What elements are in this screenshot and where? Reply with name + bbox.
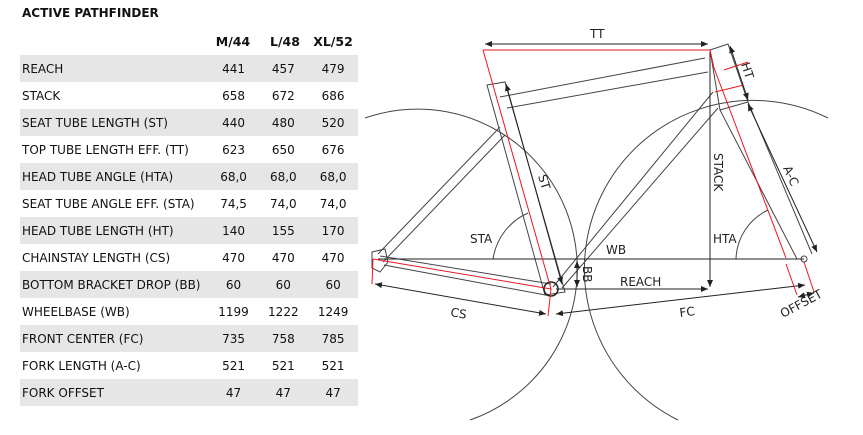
row-value: 521 <box>271 358 295 373</box>
row-value: 441 <box>208 55 259 82</box>
label-sta: STA <box>470 232 493 246</box>
row-value: 68,0 <box>258 163 309 190</box>
row-label: BOTTOM BRACKET DROP (BB) <box>20 271 209 298</box>
label-offset: OFFSET <box>778 287 825 321</box>
row-value: 676 <box>321 142 345 157</box>
front-wheel <box>583 99 829 421</box>
label-wb: WB <box>606 243 626 257</box>
chain-stay <box>379 255 552 297</box>
row-value: 47 <box>258 379 309 406</box>
label-ht: HT <box>738 61 757 82</box>
row-label: TOP TUBE LENGTH EFF. (TT) <box>22 142 189 157</box>
label-ac: A-C <box>780 164 801 189</box>
row-label: FORK LENGTH (A-C) <box>22 358 141 373</box>
row-value: 520 <box>308 109 358 136</box>
row-value: 658 <box>222 88 245 103</box>
row-value: 74,5 <box>220 196 247 211</box>
seat-tube <box>486 81 566 296</box>
label-cs: CS <box>449 305 467 322</box>
row-label: HEAD TUBE LENGTH (HT) <box>20 217 209 244</box>
label-fc: FC <box>679 304 696 320</box>
row-label: FRONT CENTER (FC) <box>20 325 209 352</box>
ht-dim <box>729 45 749 101</box>
row-value: 47 <box>208 379 259 406</box>
row-value: 480 <box>258 109 309 136</box>
row-value: 170 <box>308 217 358 244</box>
row-value: 68,0 <box>308 163 358 190</box>
row-value: 60 <box>258 271 309 298</box>
label-tt: TT <box>589 27 605 41</box>
geometry-title: ACTIVE PATHFINDER <box>22 6 159 20</box>
row-value: 470 <box>271 250 295 265</box>
row-value: 735 <box>208 325 259 352</box>
row-value: 47 <box>308 379 358 406</box>
row-label: STACK <box>22 88 61 103</box>
row-value: 479 <box>308 55 358 82</box>
row-value: 1199 <box>218 304 249 319</box>
row-value: 457 <box>258 55 309 82</box>
row-value: 440 <box>208 109 259 136</box>
row-value: 623 <box>222 142 245 157</box>
size-header-xl52: XL/52 <box>313 34 353 49</box>
row-value: 60 <box>208 271 259 298</box>
row-label: FORK OFFSET <box>20 379 209 406</box>
row-label: SEAT TUBE LENGTH (ST) <box>20 109 209 136</box>
row-value: 470 <box>222 250 245 265</box>
label-reach: REACH <box>620 275 661 289</box>
st-dim <box>504 83 564 285</box>
row-value: 686 <box>321 88 345 103</box>
top-tube <box>499 57 709 109</box>
table-row: CHAINSTAY LENGTH (CS) 470 470 470 <box>20 244 358 271</box>
row-value: 140 <box>208 217 259 244</box>
row-value: 785 <box>308 325 358 352</box>
cs-dim <box>374 282 547 316</box>
row-value: 68,0 <box>208 163 259 190</box>
table-row: SEAT TUBE ANGLE EFF. (STA) 74,5 74,0 74,0 <box>20 190 358 217</box>
label-st: ST <box>535 173 553 192</box>
ac-dim <box>747 103 818 253</box>
dropout <box>371 248 389 273</box>
row-value: 470 <box>321 250 345 265</box>
effective-geometry-lines <box>371 49 815 317</box>
row-label: REACH <box>20 55 209 82</box>
row-value: 155 <box>258 217 309 244</box>
row-value: 672 <box>271 88 295 103</box>
seat-stay <box>377 126 506 263</box>
table-row: FORK LENGTH (A-C) 521 521 521 <box>20 352 358 379</box>
row-value: 1249 <box>317 304 349 319</box>
size-header-l48: L/48 <box>270 34 300 49</box>
row-value: 74,0 <box>269 196 297 211</box>
row-value: 650 <box>271 142 295 157</box>
rear-wheel <box>364 108 578 421</box>
row-label: SEAT TUBE ANGLE EFF. (STA) <box>22 196 195 211</box>
offset-dim <box>797 291 815 299</box>
row-value: 60 <box>308 271 358 298</box>
table-row: TOP TUBE LENGTH EFF. (TT) 623 650 676 <box>20 136 358 163</box>
size-header-m44: M/44 <box>215 34 251 49</box>
table-row: WHEELBASE (WB) 1199 1222 1249 <box>20 298 358 325</box>
table-row: STACK 658 672 686 <box>20 82 358 109</box>
row-label: HEAD TUBE ANGLE (HTA) <box>20 163 209 190</box>
row-value: 521 <box>321 358 345 373</box>
row-label: CHAINSTAY LENGTH (CS) <box>22 250 171 265</box>
row-value: 521 <box>222 358 245 373</box>
row-label: WHEELBASE (WB) <box>22 304 130 319</box>
label-bb: BB <box>580 266 594 282</box>
label-stack: STACK <box>711 153 725 192</box>
fc-dim <box>555 282 806 317</box>
row-value: 1222 <box>268 304 299 319</box>
row-value: 74,0 <box>319 196 347 211</box>
down-tube <box>552 91 719 289</box>
label-hta: HTA <box>713 232 737 246</box>
row-value: 758 <box>258 325 309 352</box>
